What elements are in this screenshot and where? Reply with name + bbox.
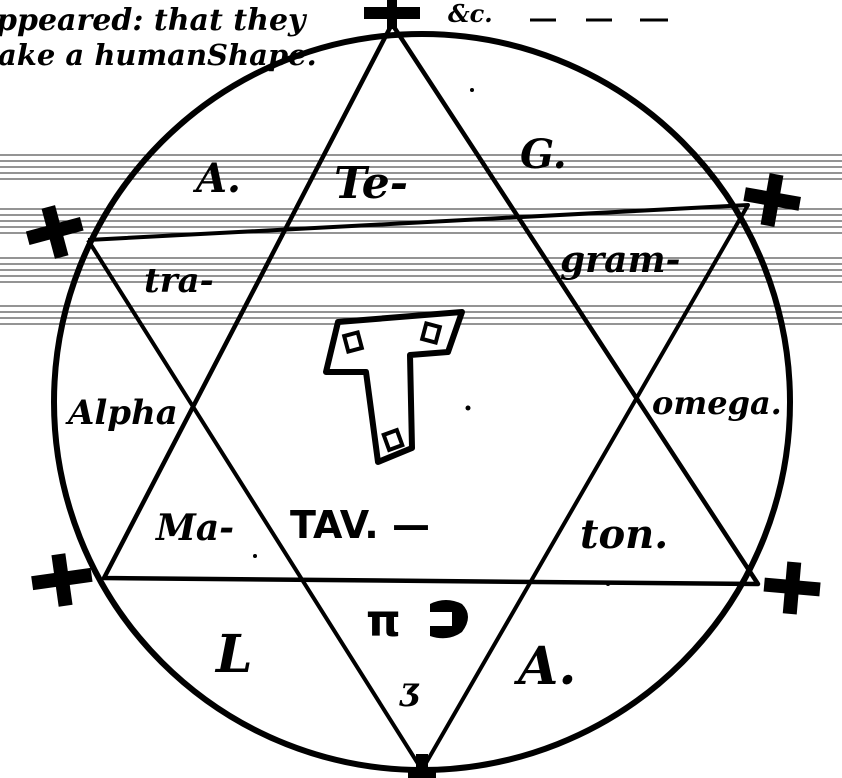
cross-icon-top: [364, 0, 420, 29]
cross-icon-lower-right: [762, 560, 822, 617]
header-line-1: ppeared: that they: [0, 3, 308, 38]
label-top-right: G.: [520, 131, 567, 178]
label-top-left: A.: [192, 155, 241, 202]
label-center-word: TAV. —: [290, 503, 430, 547]
label-bottom-hebrew: π: [366, 596, 401, 647]
label-right-lower: ton.: [580, 511, 668, 558]
label-right-mid: omega.: [652, 384, 782, 422]
label-bottom-right: A.: [513, 636, 576, 697]
label-left-upper: tra-: [144, 261, 214, 301]
label-bottom-left: L: [214, 624, 253, 685]
label-left-lower: Ma-: [154, 507, 234, 549]
label-left-mid: Alpha: [65, 393, 178, 433]
header-etc: &c.: [448, 0, 493, 28]
cross-icon-lower-left: [29, 550, 96, 610]
label-right-upper: gram-: [560, 239, 681, 281]
header-line-2: ake a humanShape.: [0, 38, 317, 72]
label-bottom-small: ʒ: [399, 670, 420, 708]
label-top-mid: Te-: [334, 158, 408, 209]
